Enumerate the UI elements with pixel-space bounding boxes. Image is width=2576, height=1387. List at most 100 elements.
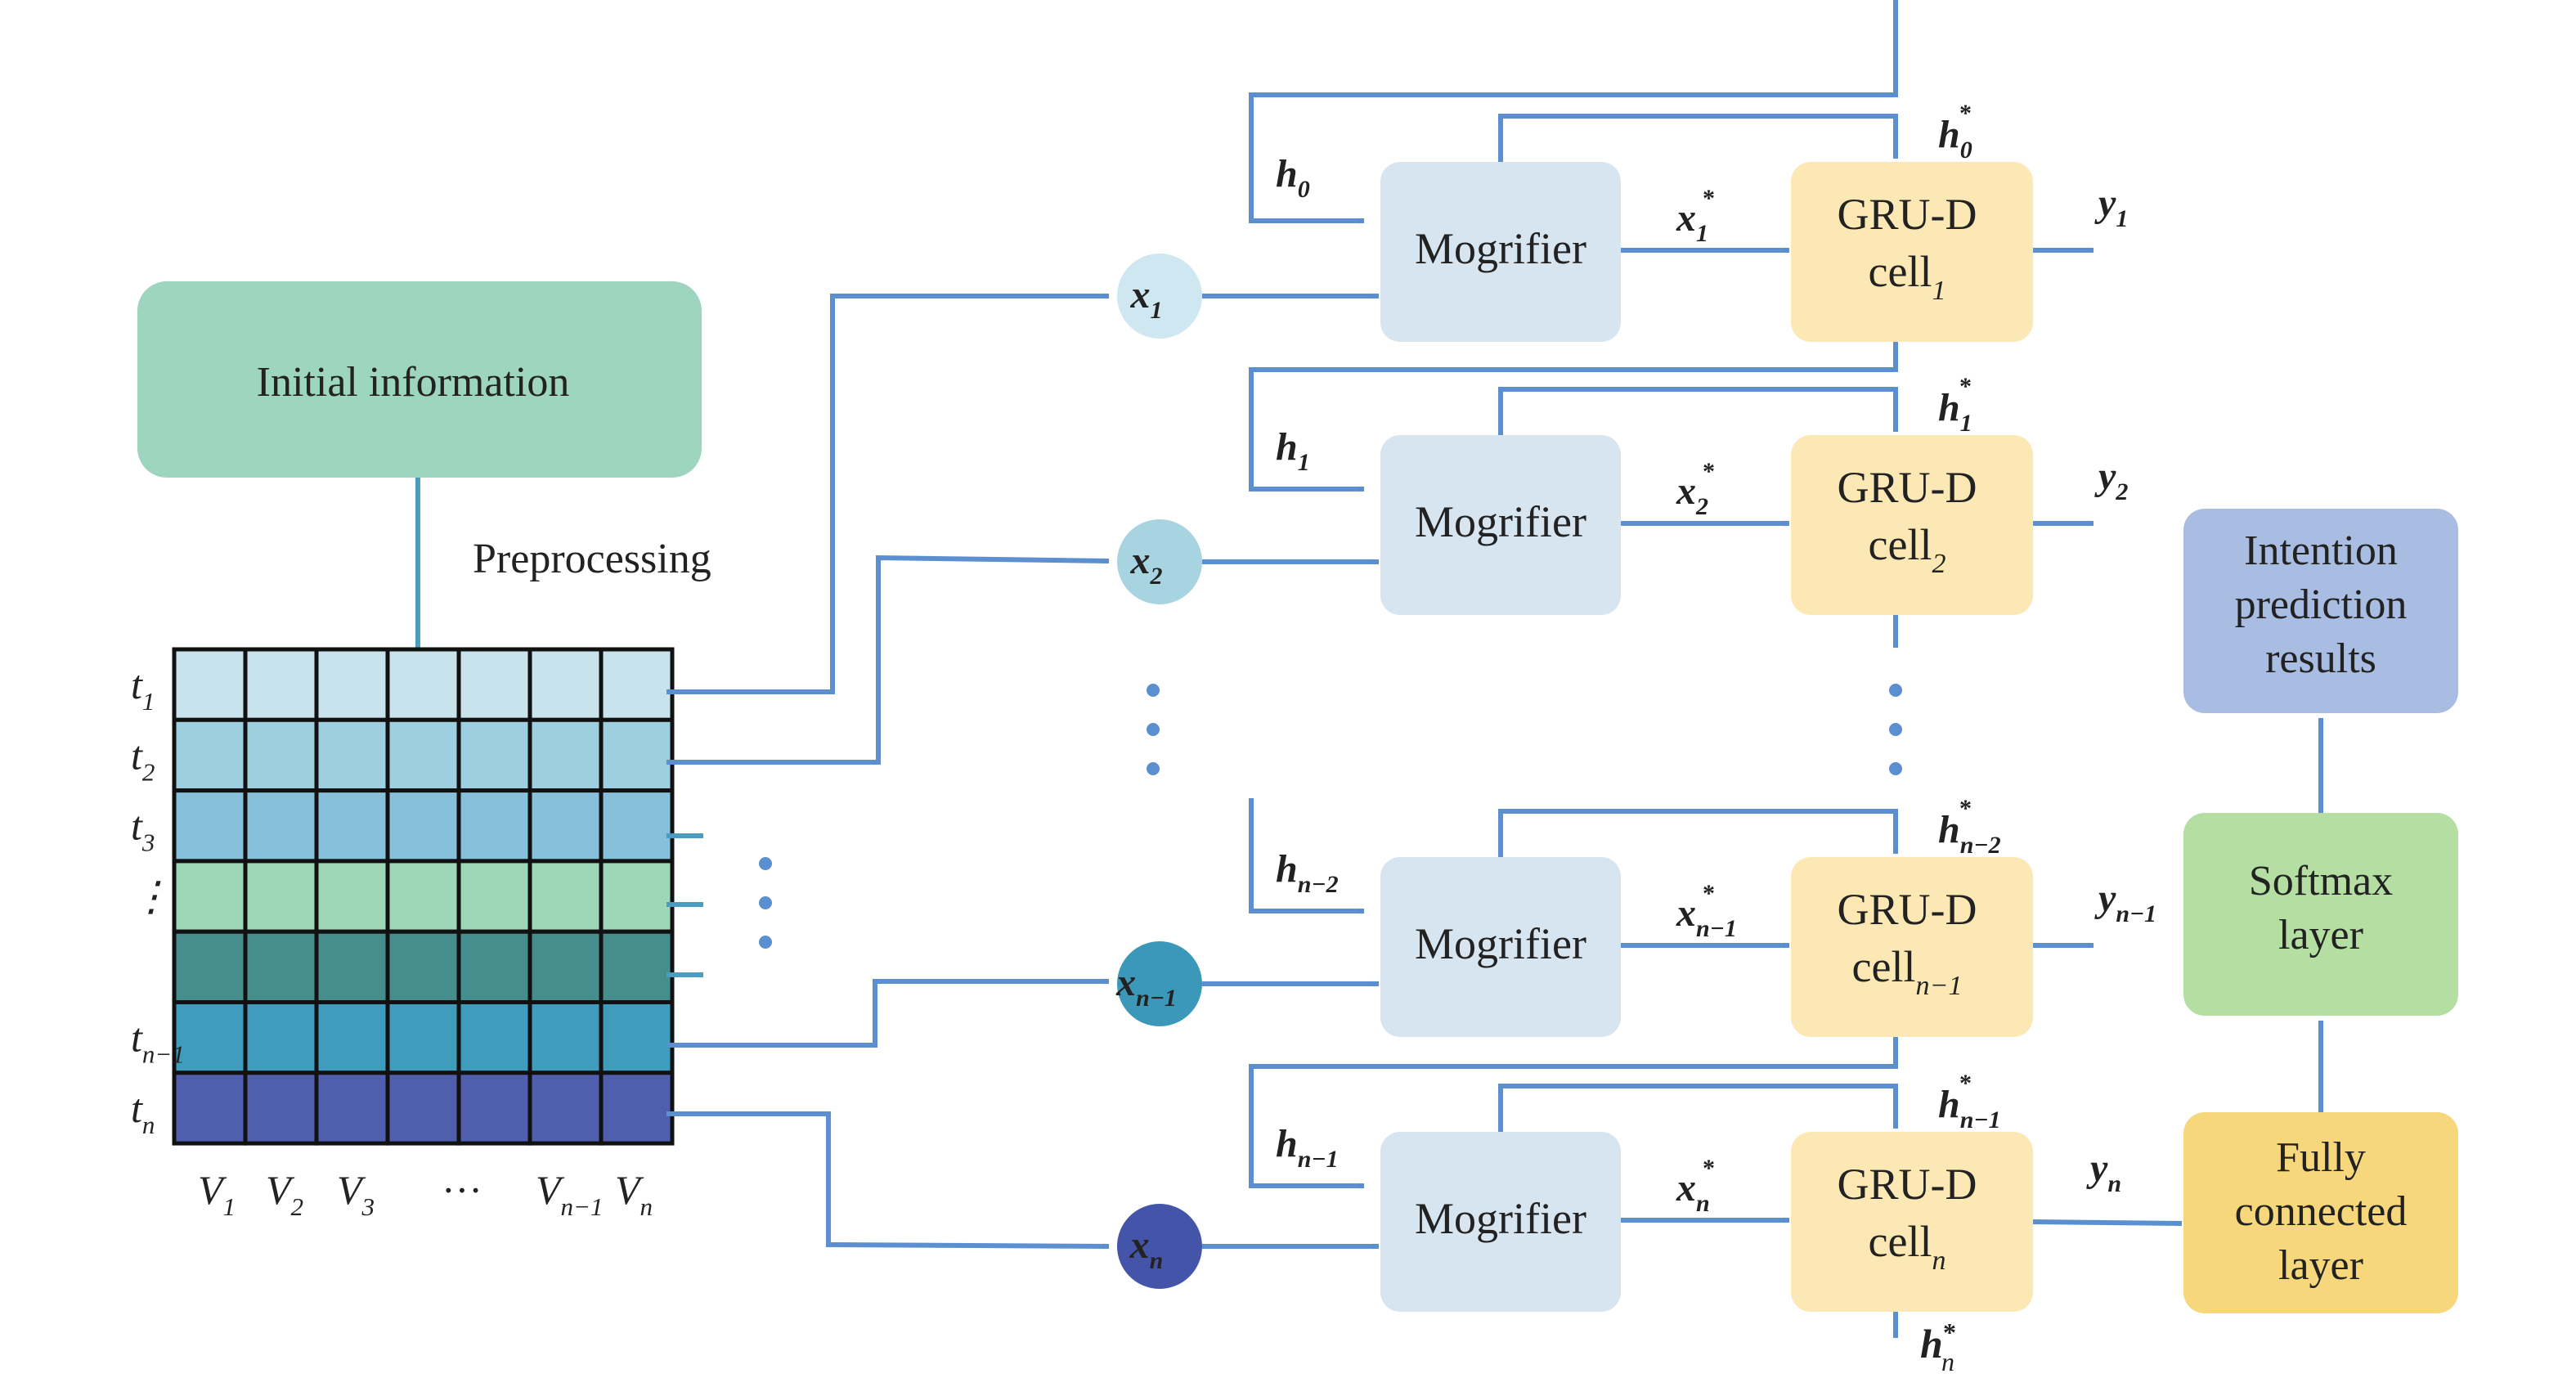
gru-d-cell-box	[1791, 162, 2033, 342]
matrix-cell	[243, 788, 319, 864]
gru-d-label: GRU-D	[1838, 1160, 1977, 1209]
matrix-cell	[527, 859, 604, 934]
matrix-cell	[314, 647, 390, 722]
svg-text:*: *	[1703, 185, 1715, 212]
x-star-label: x1	[1676, 196, 1708, 247]
matrix-cell	[527, 647, 604, 722]
y-output-label: yn	[2086, 1147, 2121, 1197]
y-output-label: y2	[2094, 455, 2128, 505]
col-label: Vn	[615, 1167, 653, 1221]
svg-text:*: *	[1703, 880, 1715, 907]
col-label: V3	[337, 1167, 375, 1221]
gru-d-cell-box	[1791, 1132, 2033, 1312]
initial-information-box	[137, 281, 702, 478]
matrix-cell	[243, 859, 319, 934]
cell-vertical-dots	[1889, 684, 1902, 775]
matrix-cell	[456, 859, 532, 934]
svg-text:*: *	[1959, 373, 1972, 400]
mogrifier-label: Mogrifier	[1415, 919, 1586, 968]
hidden-state-loops	[1249, 342, 1898, 1189]
matrix-cell	[385, 717, 461, 793]
matrix-cell	[527, 1000, 604, 1075]
matrix-cell	[385, 788, 461, 864]
matrix-cell	[385, 1071, 461, 1146]
matrix-cell	[456, 647, 532, 722]
input-node-label: x1	[1130, 273, 1163, 324]
col-label: Vn−1	[536, 1167, 603, 1221]
matrix-cell	[599, 717, 675, 793]
svg-text:*: *	[1959, 1070, 1972, 1097]
matrix-cell	[314, 929, 390, 1004]
gru-d-cell-box	[1791, 857, 2033, 1037]
row-label: tn	[131, 1085, 155, 1139]
matrix-cell	[314, 1000, 390, 1075]
svg-text:*: *	[1943, 1317, 1956, 1347]
h-star-label: hn−2	[1938, 808, 2001, 859]
x-star-label: x2	[1676, 469, 1708, 520]
intention-results-box	[2183, 509, 2458, 713]
x-star-label: xn	[1676, 1166, 1710, 1217]
input-node-label: xn	[1129, 1223, 1164, 1274]
matrix-cell	[456, 788, 532, 864]
preprocessing-label: Preprocessing	[473, 536, 711, 582]
top-incoming-line	[1249, 0, 1898, 224]
matrix-cell	[456, 1000, 532, 1075]
gru-d-cell-box	[1791, 435, 2033, 615]
matrix-cell	[243, 1071, 319, 1146]
mogrifier-label: Mogrifier	[1415, 1194, 1586, 1243]
matrix-cell	[527, 929, 604, 1004]
svg-text:n: n	[1941, 1347, 1954, 1376]
matrix-to-input-connectors	[666, 293, 1110, 1250]
matrix-cell	[314, 1071, 390, 1146]
mogrifier-box	[1380, 162, 1621, 342]
h-star-label: h1	[1938, 386, 1972, 437]
col-label: V1	[198, 1167, 236, 1221]
matrix-cell	[385, 859, 461, 934]
svg-text:*: *	[1703, 1155, 1715, 1182]
intention-line-2: prediction	[2235, 581, 2408, 628]
h-star-label: hn−1	[1938, 1083, 2001, 1133]
matrix-cell	[243, 717, 319, 793]
matrix-cell	[314, 788, 390, 864]
svg-text:*: *	[1959, 100, 1972, 127]
intention-line-3: results	[2265, 635, 2376, 682]
matrix-cell	[243, 1000, 319, 1075]
matrix-cell	[599, 1071, 675, 1146]
gru-d-label: GRU-D	[1838, 463, 1977, 512]
cell-label: cell2	[1869, 520, 1946, 579]
matrix-cell	[172, 859, 248, 934]
initial-information-label: Initial information	[257, 359, 570, 406]
input-node	[1117, 941, 1202, 1026]
matrix-cell	[456, 717, 532, 793]
svg-text:h: h	[1920, 1321, 1943, 1367]
fully-connected-line-3: layer	[2278, 1242, 2363, 1289]
h-input-label: h0	[1276, 152, 1310, 203]
col-label: ···	[442, 1167, 482, 1213]
y-output-label: yn−1	[2094, 877, 2156, 927]
row-label: ⋮	[131, 873, 172, 919]
matrix-cell	[456, 1071, 532, 1146]
matrix-vertical-dots	[759, 857, 772, 949]
matrix-cell	[527, 788, 604, 864]
h-input-label: h1	[1276, 425, 1310, 476]
fully-connected-line-1: Fully	[2276, 1134, 2366, 1181]
row-label: t1	[131, 662, 155, 716]
gru-d-label: GRU-D	[1838, 885, 1977, 934]
matrix-cell	[172, 788, 248, 864]
matrix-cell	[172, 1071, 248, 1146]
col-label: V2	[266, 1167, 303, 1221]
matrix-cell	[172, 717, 248, 793]
mogrifier-label: Mogrifier	[1415, 497, 1586, 546]
matrix-cell	[599, 859, 675, 934]
matrix-cell	[599, 929, 675, 1004]
input-node	[1117, 254, 1202, 339]
matrix-cell	[314, 717, 390, 793]
matrix-cell	[599, 1000, 675, 1075]
fully-connected-line-2: connected	[2235, 1188, 2408, 1235]
